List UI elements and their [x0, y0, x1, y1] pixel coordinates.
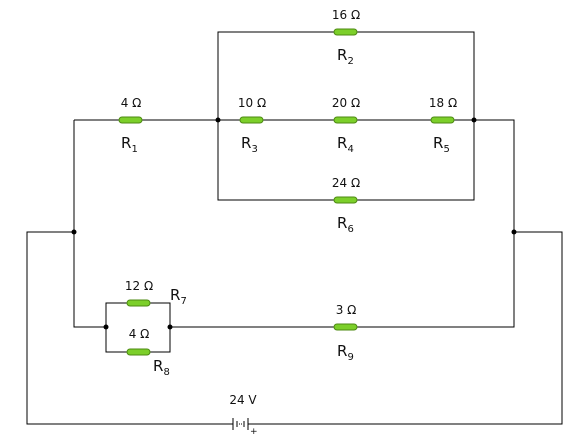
junction-node: [103, 324, 109, 330]
resistor-r1-label: R1: [121, 134, 138, 155]
battery-plus-sign: +: [250, 427, 258, 437]
resistor-r6-value: 24 Ω: [332, 176, 360, 190]
resistor-r7-value: 12 Ω: [125, 279, 153, 293]
resistor-r7-body: [126, 299, 151, 307]
resistor-r9-label: R9: [337, 342, 354, 363]
wire-left-vertical: [73, 120, 106, 328]
resistor-r3-body: [239, 116, 264, 124]
junction-node: [511, 229, 517, 235]
resistor-r4: 20 Ω R4: [332, 96, 360, 155]
resistor-r6: 24 Ω R6: [332, 176, 360, 235]
resistor-r7-label: R7: [170, 286, 187, 307]
resistor-r5-value: 18 Ω: [429, 96, 457, 110]
resistor-r4-value: 20 Ω: [332, 96, 360, 110]
resistor-r8-body: [126, 348, 151, 356]
resistor-r8-label: R8: [153, 357, 170, 378]
resistor-r1-body: [118, 116, 143, 124]
resistor-r5-body: [430, 116, 455, 124]
resistor-r2: 16 Ω R2: [332, 8, 360, 67]
resistor-r8: 4 Ω R8: [126, 327, 170, 378]
battery-voltage: 24 V: [229, 393, 257, 407]
wire-outer-loop: [26, 231, 563, 425]
junction-node: [215, 117, 221, 123]
resistor-r6-label: R6: [337, 214, 354, 235]
resistor-r4-body: [333, 116, 358, 124]
resistor-r8-value: 4 Ω: [129, 327, 150, 341]
resistor-r2-label: R2: [337, 46, 354, 67]
resistor-r6-body: [333, 196, 358, 204]
resistor-r2-body: [333, 28, 358, 36]
junction-nodes: [71, 117, 517, 330]
resistor-r9: 3 Ω R9: [333, 303, 358, 363]
resistor-r4-label: R4: [337, 134, 354, 155]
wires: [26, 31, 563, 425]
resistor-r3-label: R3: [241, 134, 258, 155]
resistor-r5: 18 Ω R5: [429, 96, 457, 155]
resistor-r9-body: [333, 323, 358, 331]
junction-node: [471, 117, 477, 123]
resistor-r1-value: 4 Ω: [121, 96, 142, 110]
resistor-r7: 12 Ω R7: [125, 279, 187, 307]
resistor-r2-value: 16 Ω: [332, 8, 360, 22]
resistor-r1: 4 Ω R1: [118, 96, 143, 155]
junction-node: [71, 229, 77, 235]
resistor-r3-value: 10 Ω: [238, 96, 266, 110]
junction-node: [167, 324, 173, 330]
resistor-r9-value: 3 Ω: [336, 303, 357, 317]
resistor-r5-label: R5: [433, 134, 450, 155]
battery: 24 V +: [229, 393, 257, 437]
resistor-r3: 10 Ω R3: [238, 96, 266, 155]
